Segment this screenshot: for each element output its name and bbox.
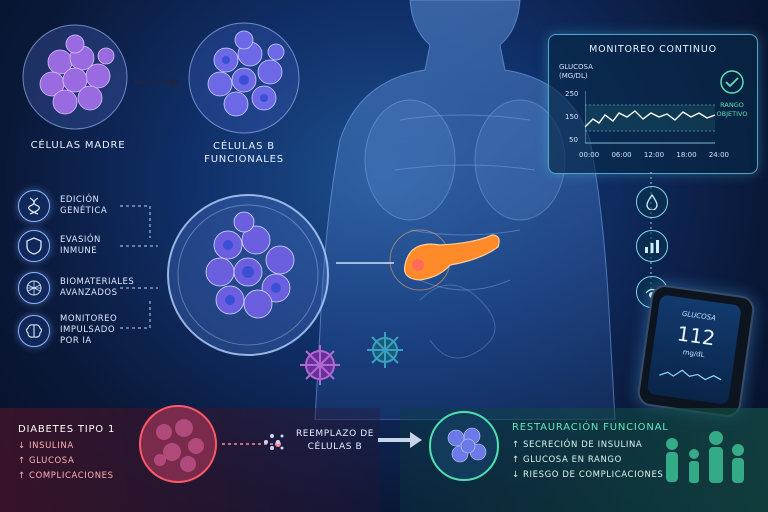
- dna-icon: [18, 190, 50, 222]
- replacement-line1: Reemplazo de: [295, 429, 375, 439]
- glucose-monitor-panel: Monitoreo continuo Glucosa (mg/dL) 250 1…: [548, 34, 758, 174]
- smartphone: Glucosa 112 mg/dL: [636, 283, 756, 419]
- brain-icon: [18, 314, 50, 347]
- feature-line1: Evasión: [60, 235, 101, 245]
- arrow: ↑: [18, 471, 26, 481]
- arrow-right-icon: [134, 76, 180, 88]
- monitor-ylabel-line2: (mg/dL): [559, 72, 588, 80]
- beta-cells-label: Células β funcionales: [188, 140, 300, 166]
- item-text: Glucosa: [29, 456, 75, 466]
- restoration-title: Restauración funcional: [512, 422, 669, 433]
- arrow-right-icon: [378, 432, 422, 448]
- feature-connectors: [120, 205, 158, 329]
- family-icon: [666, 431, 744, 483]
- x-axis-ticks: 00:00 06:00 12:00 18:00 24:00: [579, 151, 729, 159]
- item-text: Glucosa en rango: [523, 455, 622, 465]
- stem-cells-label: Células madre: [30, 140, 126, 151]
- restoration-item: ↑ Secreción de insulina: [512, 438, 663, 453]
- feature-immune-evasion: Evasión inmune: [18, 230, 142, 262]
- beta-cells-label-line2: funcionales: [204, 154, 284, 165]
- feature-line2: impulsado: [60, 325, 116, 335]
- beta-cell-cluster-icon: [188, 22, 300, 134]
- arrow: ↑: [18, 456, 26, 466]
- drop-icon: [636, 186, 668, 218]
- glucose-trend-line: [585, 91, 716, 144]
- feature-line1: Monitoreo: [60, 314, 118, 324]
- feature-line1: Biomateriales: [60, 277, 135, 287]
- target-line2: objetivo: [716, 110, 748, 118]
- mesh-icon: [18, 272, 50, 304]
- item-text: Insulina: [29, 441, 74, 451]
- replacement-label: Reemplazo de células β: [292, 428, 378, 454]
- connector-line: [336, 262, 394, 264]
- restoration-item: ↓ Riesgo de complicaciones: [512, 468, 663, 483]
- monitor-ylabel: Glucosa (mg/dL): [559, 63, 593, 81]
- diabetes-item: ↑ Glucosa: [18, 454, 114, 469]
- replacement-line2: células β: [307, 442, 363, 452]
- human-body-illustration: [314, 0, 616, 420]
- encapsulated-beta-cell-icon: [167, 194, 329, 356]
- diabetes-item: ↓ Insulina: [18, 439, 114, 454]
- x-tick: 06:00: [611, 151, 632, 159]
- feature-line2: avanzados: [60, 288, 118, 298]
- x-tick: 12:00: [643, 151, 665, 159]
- feature-line2: inmune: [60, 246, 98, 256]
- y-tick: 250: [565, 90, 579, 98]
- check-circle-icon: [720, 70, 744, 94]
- phone-screen: Glucosa 112 mg/dL: [646, 294, 742, 405]
- damaged-tissue-icon: [139, 405, 217, 483]
- feature-ai-monitoring: Monitoreo impulsado por IA: [18, 314, 142, 347]
- feature-line2: genética: [60, 206, 108, 216]
- item-text: Complicaciones: [29, 471, 114, 481]
- y-tick: 150: [565, 113, 579, 121]
- diabetes-list: ↓ Insulina ↑ Glucosa ↑ Complicaciones: [18, 439, 114, 484]
- monitor-title: Monitoreo continuo: [589, 44, 717, 55]
- pancreas-icon: [389, 229, 500, 291]
- x-tick: 24:00: [708, 151, 729, 159]
- item-text: Secreción de insulina: [523, 440, 643, 450]
- bar-chart-icon: [636, 230, 668, 262]
- beta-cells-label-line1: Células β: [213, 141, 275, 152]
- y-tick: 50: [569, 136, 578, 144]
- restored-cell-icon: [429, 411, 499, 481]
- phone-trend-line: [659, 369, 722, 381]
- feature-biomaterials: Biomateriales avanzados: [18, 272, 142, 304]
- shield-icon: [18, 230, 50, 262]
- diabetes-title: Diabetes tipo 1: [18, 424, 116, 435]
- feature-gene-editing: Edición genética: [18, 190, 142, 222]
- arrow: ↓: [512, 470, 520, 480]
- arrow: ↑: [512, 455, 520, 465]
- feature-line3: por IA: [60, 336, 92, 346]
- restoration-list: ↑ Secreción de insulina ↑ Glucosa en ran…: [512, 438, 663, 483]
- cell-particles-icon: [264, 434, 284, 450]
- stem-cell-cluster-icon: [22, 24, 128, 130]
- item-text: Riesgo de complicaciones: [523, 470, 664, 480]
- arrow: ↓: [18, 441, 26, 451]
- target-line1: Rango: [720, 101, 744, 109]
- restoration-item: ↑ Glucosa en rango: [512, 453, 663, 468]
- arrow: ↑: [512, 440, 520, 450]
- feature-line1: Edición: [60, 195, 100, 205]
- target-range-label: Rango objetivo: [709, 101, 755, 119]
- x-tick: 00:00: [579, 151, 600, 159]
- monitor-ylabel-line1: Glucosa: [559, 63, 593, 71]
- diabetes-item: ↑ Complicaciones: [18, 469, 114, 484]
- x-tick: 18:00: [676, 151, 697, 159]
- immune-cells-illustration: [300, 332, 403, 385]
